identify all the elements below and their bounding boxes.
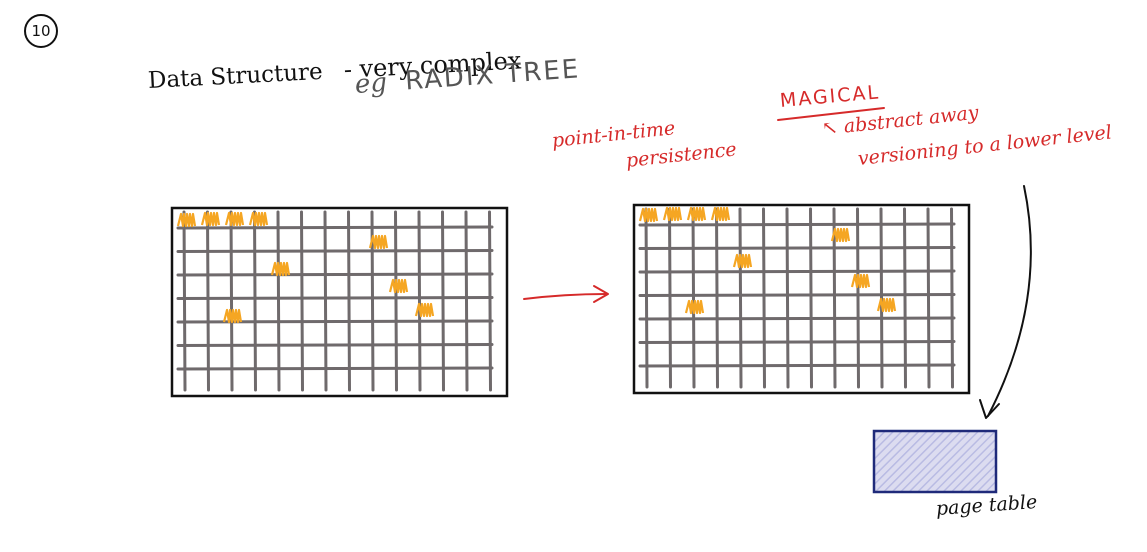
highlighted-cell [830,227,851,243]
transition-arrow-head [593,285,609,303]
transition-arrow [523,293,607,300]
grid-horizontal-line [638,340,956,344]
grid-vertical-line [738,207,743,389]
grid-vertical-line [715,207,719,389]
highlighted-cell [368,234,389,250]
highlighted-cell [686,206,707,222]
grid-horizontal-line [638,246,956,250]
highlighted-cell [414,302,435,318]
grid-frame [632,203,971,395]
highlighted-cell [684,299,705,315]
grid-horizontal-line [176,343,494,347]
highlighted-cell [638,207,659,223]
grid-frame [170,206,509,398]
grid-vertical-line [879,207,884,389]
grid-vertical-line [926,207,931,389]
grid-vertical-line [903,207,907,389]
page-table-box [872,429,998,494]
grid-vertical-line [691,207,696,389]
grid-horizontal-line [176,319,494,324]
grid-vertical-line [394,210,398,392]
page-number: 10 [31,22,51,40]
grid-before [170,206,509,398]
grid-vertical-line [323,210,328,392]
grid-horizontal-line [176,366,494,371]
grid-horizontal-line [638,316,956,321]
grid-vertical-line [488,210,492,392]
page-number-badge: 10 [24,14,58,48]
grid-vertical-line [668,207,672,389]
grid-horizontal-line [176,296,494,300]
grid-horizontal-line [176,272,494,277]
magical-underline [777,107,885,121]
grid-horizontal-line [638,293,956,297]
grid-vertical-line [229,210,234,392]
grid-after [632,203,971,395]
grid-horizontal-line [638,222,956,227]
grid-vertical-line [832,207,837,389]
grid-vertical-line [809,207,813,389]
grid-vertical-line [347,210,351,392]
highlighted-cell [876,297,897,313]
highlighted-cell [222,308,243,324]
grid-horizontal-line [176,225,494,230]
grid-horizontal-line [638,363,956,368]
highlighted-cell [176,212,197,228]
highlighted-cell [224,211,245,227]
grid-vertical-line [300,210,304,392]
grid-vertical-line [417,210,422,392]
grid-vertical-line [182,210,187,392]
grid-horizontal-line [638,269,956,274]
grid-vertical-line [644,207,649,389]
highlighted-cell [732,253,753,269]
grid-vertical-line [950,207,954,389]
highlighted-cell [850,273,871,289]
highlighted-cell [710,206,731,222]
highlighted-cell [270,261,291,277]
highlighted-cell [662,206,683,222]
grid-vertical-line [762,207,766,389]
grid-vertical-line [206,210,210,392]
highlighted-cell [200,211,221,227]
grid-vertical-line [441,210,445,392]
grid-vertical-line [464,210,469,392]
pointer-arrow-head [979,399,1000,419]
pointer-arrow [987,185,1032,417]
grid-horizontal-line [176,249,494,253]
highlighted-cell [388,278,409,294]
grid-vertical-line [253,210,257,392]
grid-vertical-line [276,210,281,392]
highlighted-cell [248,211,269,227]
grid-vertical-line [856,207,860,389]
grid-vertical-line [785,207,790,389]
